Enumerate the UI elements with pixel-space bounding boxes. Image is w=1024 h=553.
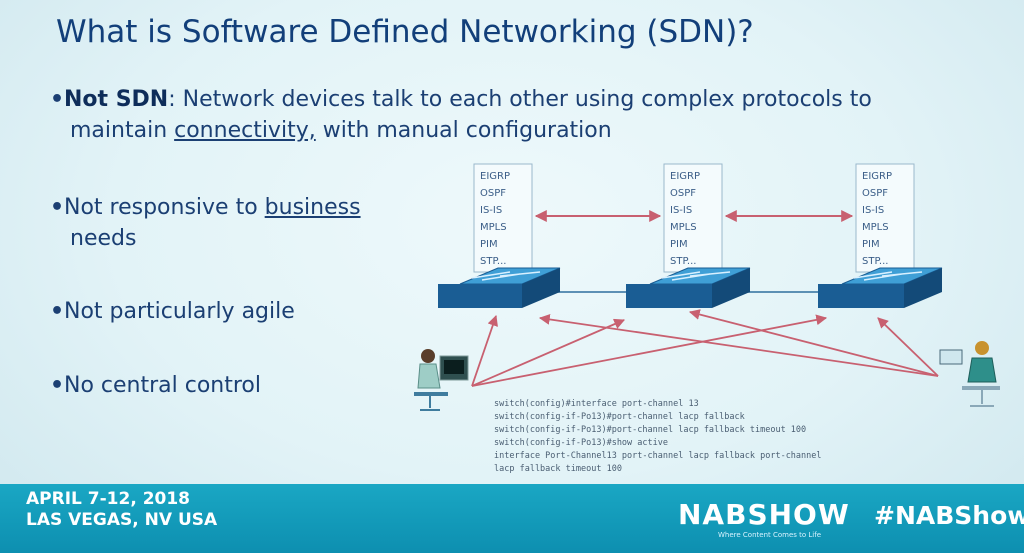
network-diagram: EIGRP OSPF IS-IS MPLS PIM STP... EIGRP O…	[414, 163, 1000, 474]
protocol-label: STP...	[670, 256, 696, 267]
protocol-label: STP...	[480, 256, 506, 267]
management-arrows	[471, 309, 939, 387]
bullet-dot: •	[50, 87, 65, 112]
date-line: APRIL 7-12, 2018	[26, 489, 191, 509]
bullet-text: Not particularly agile	[64, 299, 295, 324]
protocol-label: IS-IS	[862, 205, 884, 216]
bullet-no-central-control: •No central control	[50, 370, 261, 401]
protocol-label: PIM	[480, 239, 498, 250]
bullet-text: No central control	[64, 373, 262, 398]
bullet-dot: •	[50, 299, 65, 324]
bullet-not-responsive: •Not responsive to business needs	[50, 192, 361, 254]
protocol-label: OSPF	[480, 188, 506, 199]
cli-line: lacp fallback timeout 100	[494, 464, 622, 474]
protocol-label: MPLS	[670, 222, 697, 233]
protocol-label: PIM	[670, 239, 688, 250]
bullet-text: : Network devices talk to each other usi…	[168, 87, 872, 112]
protocol-label: EIGRP	[670, 171, 700, 182]
hashtag: #NABShow	[874, 501, 1024, 530]
cli-line: switch(config-if-Po13)#port-channel lacp…	[494, 412, 745, 422]
location-line: LAS VEGAS, NV USA	[26, 510, 218, 530]
cli-line: switch(config-if-Po13)#port-channel lacp…	[494, 425, 806, 435]
event-dates: APRIL 7-12, 2018 LAS VEGAS, NV USA	[26, 489, 217, 531]
bullet-text: Not responsive to	[64, 195, 265, 220]
protocol-box-middle: EIGRP OSPF IS-IS MPLS PIM STP...	[663, 163, 723, 273]
protocol-box-left: EIGRP OSPF IS-IS MPLS PIM STP...	[473, 163, 533, 273]
switch-icon	[438, 267, 561, 308]
nabshow-logo: NABSHOW	[678, 498, 850, 531]
protocol-label: EIGRP	[480, 171, 510, 182]
bullet-text-line2: maintain	[70, 118, 175, 143]
bullet-text-line2-end: with manual configuration	[315, 118, 612, 143]
bullet-text-line2: needs	[70, 226, 137, 251]
protocol-label: OSPF	[670, 188, 696, 199]
protocol-box-right: EIGRP OSPF IS-IS MPLS PIM STP...	[855, 163, 915, 273]
business-link: business	[264, 195, 361, 220]
protocol-label: MPLS	[480, 222, 507, 233]
logo-tagline: Where Content Comes to Life	[718, 531, 822, 539]
bullet-not-agile: •Not particularly agile	[50, 296, 295, 327]
cli-line: switch(config)#interface port-channel 13	[494, 399, 699, 409]
protocol-label: IS-IS	[670, 205, 692, 216]
not-sdn-label: Not SDN	[64, 87, 169, 112]
bullet-dot: •	[50, 373, 65, 398]
protocol-label: IS-IS	[480, 205, 502, 216]
admin-user-icon	[939, 341, 1000, 407]
cli-line: interface Port-Channel13 port-channel la…	[494, 451, 822, 461]
slide-title: What is Software Defined Networking (SDN…	[56, 14, 754, 50]
protocol-label: OSPF	[862, 188, 888, 199]
admin-user-icon	[414, 349, 469, 411]
switch-icon	[818, 267, 943, 308]
protocol-label: EIGRP	[862, 171, 892, 182]
protocol-label: PIM	[862, 239, 880, 250]
cli-line: switch(config-if-Po13)#show active	[494, 438, 668, 448]
protocol-label: STP...	[862, 256, 888, 267]
bullet-not-sdn: •Not SDN: Network devices talk to each o…	[50, 84, 872, 146]
connectivity-link: connectivity,	[174, 118, 316, 143]
protocol-label: MPLS	[862, 222, 889, 233]
bullet-dot: •	[50, 195, 65, 220]
switch-icon	[626, 267, 751, 308]
footer-banner: APRIL 7-12, 2018 LAS VEGAS, NV USA NABSH…	[0, 484, 1024, 553]
